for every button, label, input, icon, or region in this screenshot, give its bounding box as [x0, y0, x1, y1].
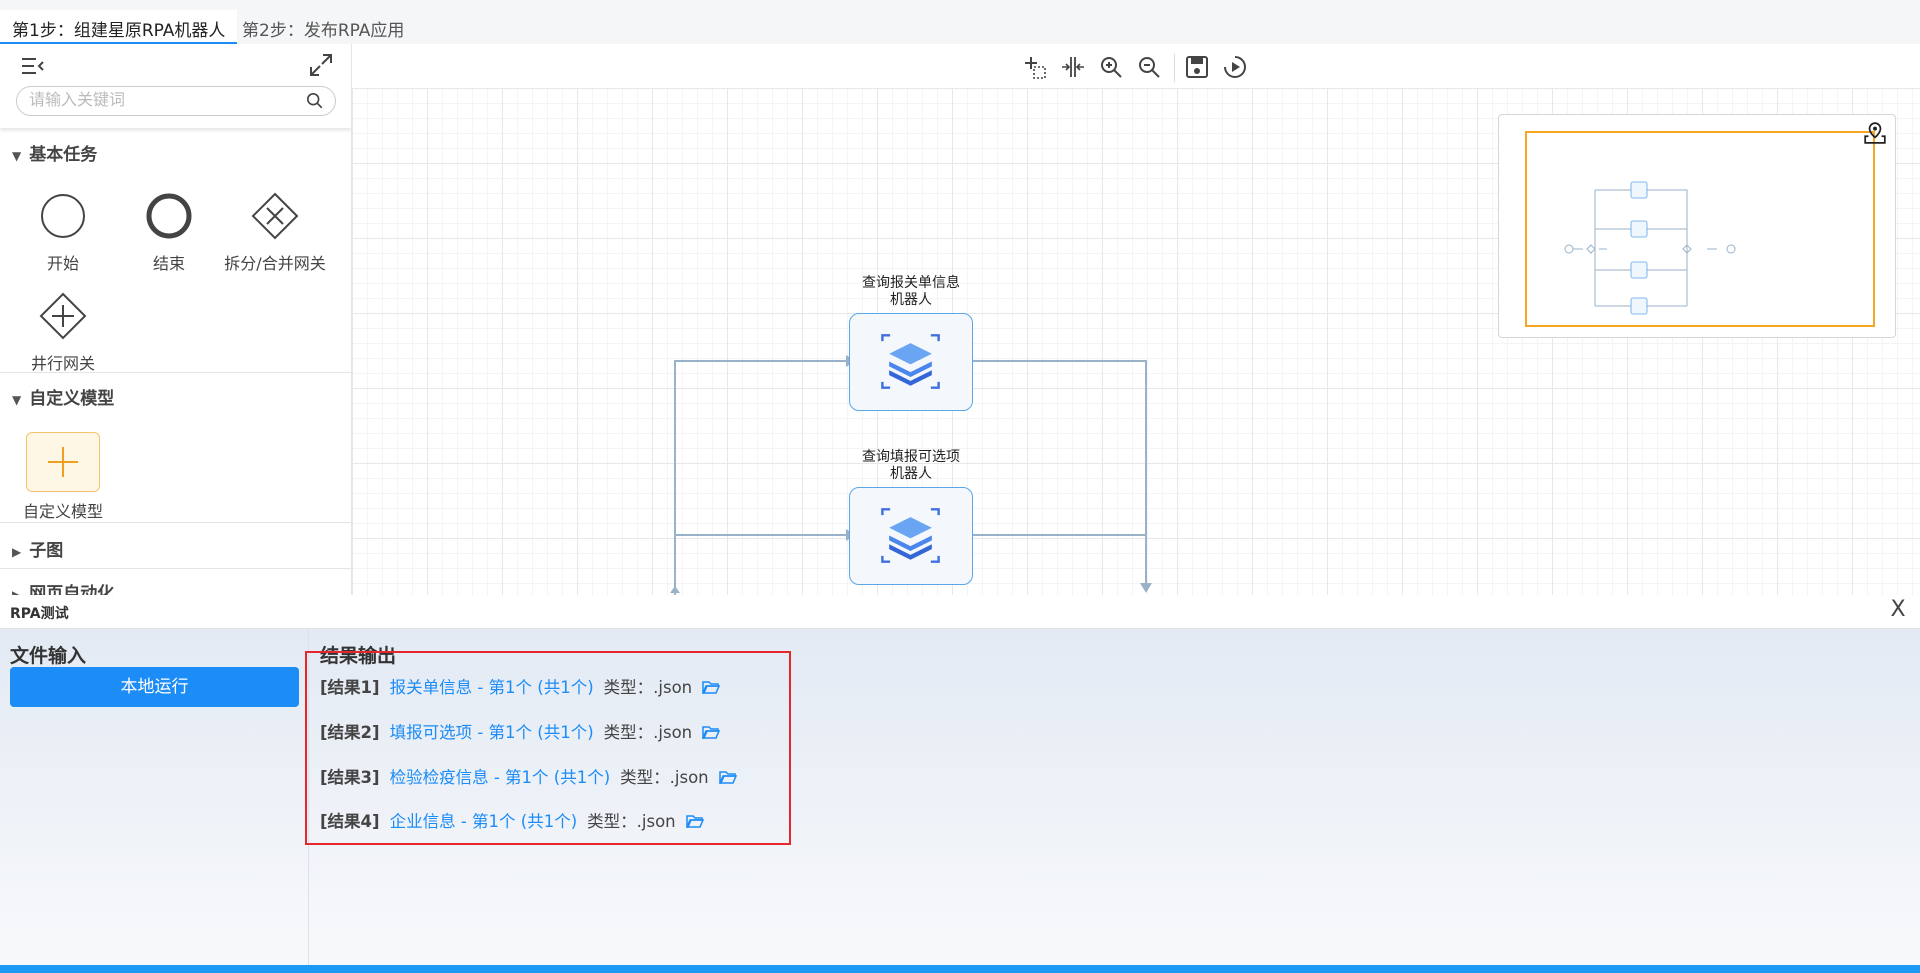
divider: [0, 568, 351, 569]
palette-split-merge-gateway[interactable]: 拆分/合并网关: [220, 192, 330, 274]
caret-down-icon: ▼: [12, 393, 22, 407]
step-tabs: 第1步：组建星原RPA机器人 第2步：发布RPA应用: [0, 0, 1920, 44]
zoom-out-button[interactable]: [1136, 54, 1166, 82]
caret-down-icon: ▼: [12, 149, 22, 163]
custom-model-tile: [26, 432, 100, 492]
folder-open-icon[interactable]: [718, 769, 737, 789]
folder-open-icon[interactable]: [701, 679, 721, 699]
node-label: 查询报关单信息 机器人: [862, 275, 960, 308]
highlight-box: [305, 651, 791, 845]
split-align-button[interactable]: [1060, 54, 1090, 82]
folder-open-icon[interactable]: [685, 813, 704, 833]
expand-icon: [310, 54, 332, 76]
result-row: [结果1]报关单信息 - 第1个 (共1个)类型：.json: [320, 674, 721, 699]
divider: [0, 522, 351, 523]
expand-button[interactable]: [308, 52, 334, 78]
rpa-test-panel: RPA测试 X 文件输入 本地运行 结果输出 [结果1]报关单信息 - 第1个 …: [0, 595, 1920, 973]
zoom-in-button[interactable]: [1098, 54, 1128, 82]
minimap-viewport[interactable]: [1525, 131, 1875, 327]
result-row: [结果3]检验检疫信息 - 第1个 (共1个)类型：.json: [320, 764, 737, 789]
parallel-gateway-icon: [39, 292, 87, 340]
split-align-icon: [1062, 57, 1084, 77]
robot-node[interactable]: [849, 487, 973, 585]
plus-icon: [48, 447, 78, 477]
palette-label: 自定义模型: [22, 502, 103, 521]
file-input-label: 文件输入: [10, 645, 87, 667]
minimap[interactable]: [1498, 114, 1896, 338]
exclusive-gateway-icon: [251, 192, 299, 240]
start-event-icon: [41, 194, 85, 238]
palette-header: [0, 44, 351, 128]
palette-end[interactable]: 结束: [114, 192, 224, 274]
node-label: 查询填报可选项 机器人: [862, 449, 960, 482]
palette-sidebar: ▼基本任务 开始 结束 拆分/合并网关 井行网关 ▼自定义模型: [0, 44, 352, 595]
layers-icon: [881, 334, 940, 389]
collapse-menu-button[interactable]: [20, 54, 46, 78]
result-link[interactable]: 报关单信息 - 第1个 (共1个): [389, 678, 594, 697]
palette-label: 结束: [152, 254, 185, 273]
result-link[interactable]: 填报可选项 - 第1个 (共1个): [389, 723, 594, 742]
layers-icon: [881, 508, 940, 563]
robot-node[interactable]: [849, 313, 973, 411]
file-input-column: 文件输入 本地运行: [0, 629, 309, 965]
search-input[interactable]: [16, 86, 336, 116]
select-tool-button[interactable]: [1022, 54, 1052, 82]
tab-step-2[interactable]: 第2步：发布RPA应用: [242, 21, 405, 41]
palette-label: 拆分/合并网关: [224, 254, 326, 273]
toolbar-divider: [1174, 54, 1175, 82]
folder-open-icon[interactable]: [701, 724, 721, 744]
run-button[interactable]: [1222, 54, 1252, 82]
minimap-diagram: [1564, 181, 1736, 315]
result-link[interactable]: 企业信息 - 第1个 (共1个): [389, 812, 578, 831]
section-basic-tasks[interactable]: ▼基本任务: [12, 145, 98, 165]
caret-right-icon: ▶: [12, 588, 22, 595]
section-subgraph[interactable]: ▶子图: [12, 541, 64, 561]
canvas-toolbar: [352, 44, 1920, 88]
save-icon: [1186, 56, 1208, 78]
palette-label: 开始: [46, 254, 79, 273]
result-link[interactable]: 检验检疫信息 - 第1个 (共1个): [389, 768, 611, 787]
panel-body: 文件输入 本地运行 结果输出 [结果1]报关单信息 - 第1个 (共1个)类型：…: [0, 629, 1920, 965]
local-run-button[interactable]: 本地运行: [10, 667, 299, 707]
section-custom-model[interactable]: ▼自定义模型: [12, 389, 115, 409]
end-event-icon: [146, 193, 192, 239]
locate-icon[interactable]: [1863, 121, 1887, 145]
panel-header: RPA测试 X: [0, 595, 1920, 629]
palette-custom-model[interactable]: 自定义模型: [8, 432, 118, 522]
bottom-accent-bar: [0, 965, 1920, 973]
divider: [0, 372, 351, 373]
select-icon: [1025, 57, 1046, 79]
flow-edges: [670, 355, 1152, 595]
run-icon: [1224, 56, 1246, 78]
menu-collapse-icon: [22, 58, 44, 74]
caret-right-icon: ▶: [12, 545, 22, 559]
search-icon: [306, 92, 323, 109]
result-output-label: 结果输出: [320, 645, 397, 667]
zoom-out-icon: [1139, 57, 1160, 78]
search-button[interactable]: [306, 92, 326, 112]
tab-step-1[interactable]: 第1步：组建星原RPA机器人: [0, 10, 238, 44]
section-web-automation[interactable]: ▶网页自动化: [12, 579, 114, 595]
palette-parallel-gateway[interactable]: 井行网关: [8, 292, 118, 374]
result-row: [结果4]企业信息 - 第1个 (共1个)类型：.json: [320, 808, 704, 833]
result-row: [结果2]填报可选项 - 第1个 (共1个)类型：.json: [320, 719, 721, 744]
close-button[interactable]: X: [1890, 597, 1906, 622]
save-button[interactable]: [1184, 54, 1214, 82]
palette-start[interactable]: 开始: [8, 192, 118, 274]
zoom-in-icon: [1101, 57, 1122, 78]
palette-label: 井行网关: [30, 354, 95, 373]
panel-title: RPA测试: [10, 606, 69, 622]
